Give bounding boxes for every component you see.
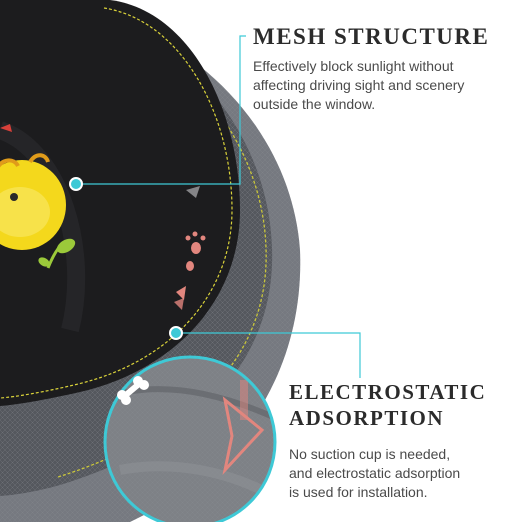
- description-line: affecting driving sight and scenery: [253, 77, 465, 93]
- electrostatic-adsorption-heading: ELECTROSTATIC ADSORPTION: [289, 379, 486, 431]
- description-line: Effectively block sunlight without: [253, 58, 454, 74]
- description-line: outside the window.: [253, 96, 376, 112]
- callout-dot-mesh: [69, 177, 83, 191]
- description-line: and electrostatic adsorption: [289, 465, 461, 481]
- callout-electrostatic: [176, 332, 361, 378]
- mesh-structure-heading: MESH STRUCTURE: [253, 24, 490, 49]
- magnifier-lens: [103, 355, 277, 522]
- heading-line: ADSORPTION: [289, 406, 445, 430]
- description-line: No suction cup is needed,: [289, 446, 451, 462]
- mesh-structure-description: Effectively block sunlight without affec…: [253, 57, 464, 114]
- paw-print: [185, 231, 206, 271]
- callout-mesh-structure: [76, 35, 246, 185]
- electrostatic-adsorption-description: No suction cup is needed, and electrosta…: [289, 445, 460, 502]
- callout-dot-electrostatic: [169, 326, 183, 340]
- bone-icon: [117, 376, 149, 405]
- description-line: is used for installation.: [289, 484, 428, 500]
- heading-line: ELECTROSTATIC: [289, 380, 487, 404]
